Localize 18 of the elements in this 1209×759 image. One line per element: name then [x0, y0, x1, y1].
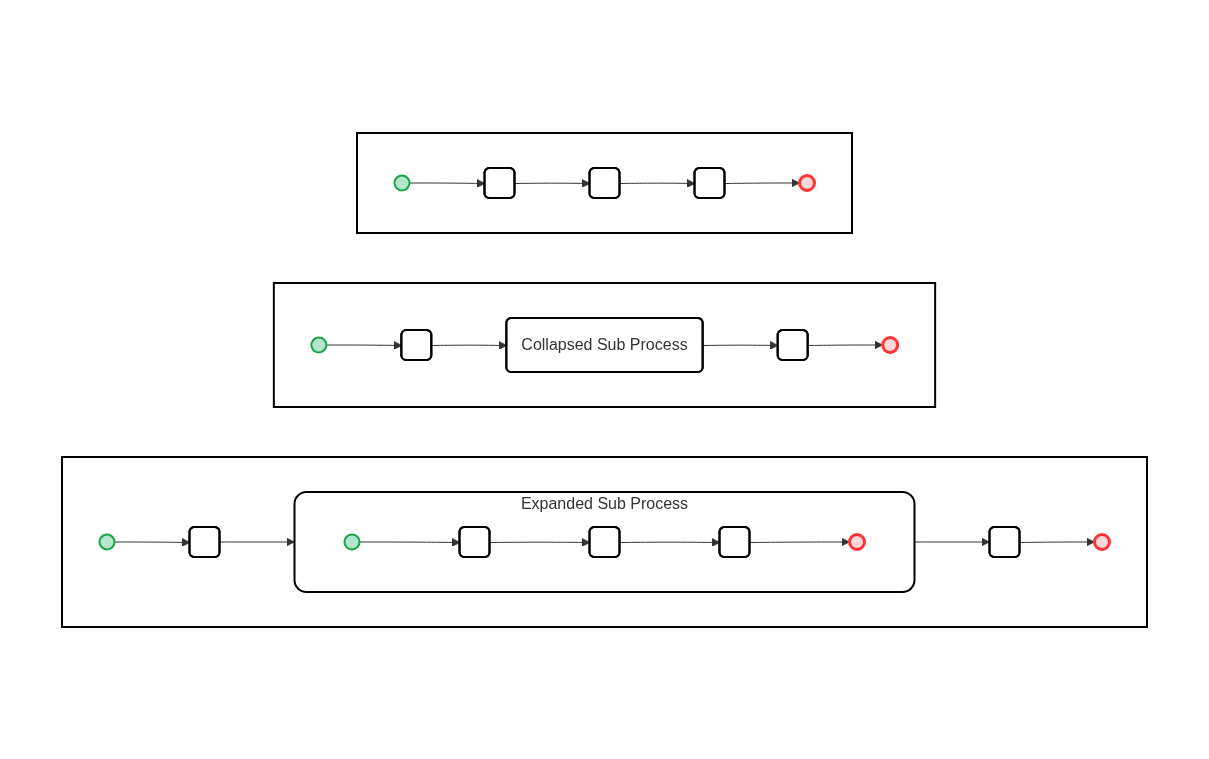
- node-circle: [310, 336, 328, 353]
- arrow: [1019, 537, 1095, 546]
- cluster: [61, 455, 1148, 628]
- arrow: [724, 178, 800, 187]
- node-circle: [343, 533, 361, 550]
- node-circle: [98, 533, 116, 550]
- node-circle: [881, 335, 900, 354]
- node-circle: [848, 532, 866, 551]
- arrow: [749, 537, 850, 546]
- arrow: [914, 537, 990, 546]
- cluster: [356, 131, 853, 234]
- cluster: [293, 490, 916, 593]
- node-circle: [798, 173, 816, 192]
- arrow: [807, 340, 884, 349]
- arrow: [219, 537, 295, 546]
- node-circle: [393, 174, 411, 191]
- cluster: [272, 281, 937, 408]
- node-circle: [1093, 532, 1111, 551]
